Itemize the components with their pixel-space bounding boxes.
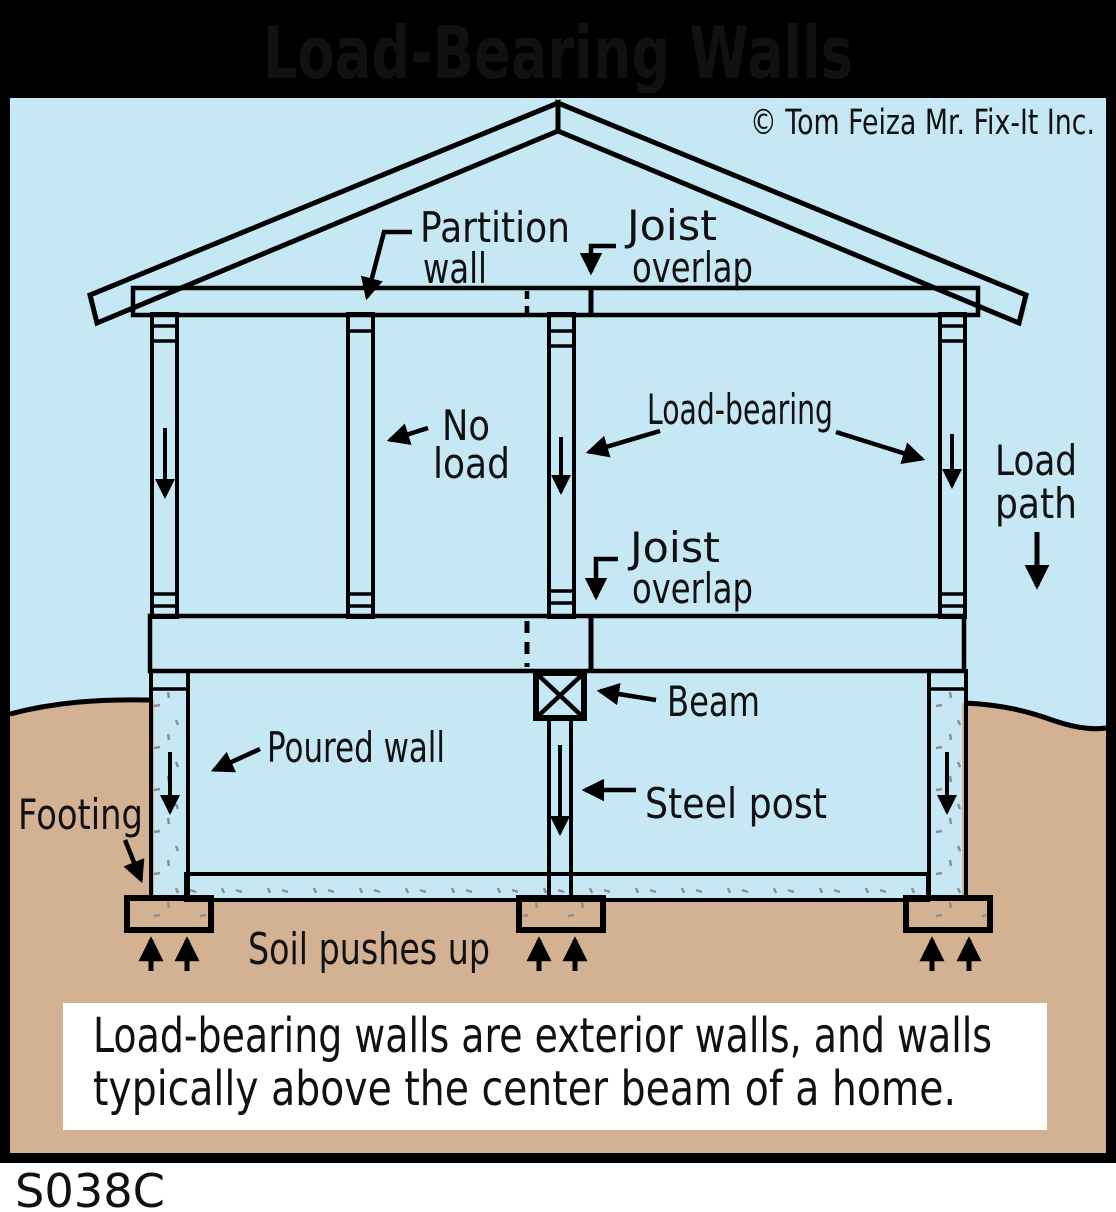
leader-joist-overlap-mid: [584, 556, 618, 601]
label-partition-wall-line2: wall: [423, 244, 487, 293]
footing-left-speckles: [131, 902, 207, 926]
label-no-load-line2: load: [433, 439, 510, 488]
label-beam: Beam: [667, 677, 760, 726]
label-joist-overlap-top-line2: overlap: [632, 243, 753, 292]
label-footing: Footing: [18, 790, 143, 839]
soil-surface-line-right: [964, 700, 1107, 732]
label-load-bearing: Load-bearing: [647, 385, 833, 434]
label-load-path-line2: path: [995, 479, 1077, 528]
label-no-load-line1: No: [442, 401, 490, 450]
stud-center-load-bearing-wall: [547, 312, 576, 619]
caption-line1: Load-bearing walls are exterior walls, a…: [93, 1008, 992, 1064]
stud-right-exterior-wall: [938, 312, 967, 619]
stud-left-exterior-wall: [150, 312, 179, 619]
stud-partition-wall: [346, 312, 375, 619]
leader-footing: [122, 839, 145, 884]
leader-load-bearing-right: [835, 429, 926, 465]
caption-line2: typically above the center beam of a hom…: [93, 1061, 956, 1117]
label-joist-overlap-top-line1: Joist: [624, 201, 717, 250]
leader-load-bearing-left: [585, 428, 661, 458]
soil-surface-line-left: [9, 697, 152, 717]
footing-right-speckles: [910, 902, 986, 926]
catalog-code: S038C: [15, 1164, 165, 1212]
label-joist-overlap-mid-line2: overlap: [632, 564, 753, 613]
label-joist-overlap-mid-line1: Joist: [627, 523, 720, 572]
leader-joist-overlap-top: [579, 243, 616, 276]
leader-beam: [596, 682, 657, 706]
caption-box: [63, 1003, 1047, 1130]
label-soil-pushes-up: Soil pushes up: [248, 924, 490, 975]
label-steel-post: Steel post: [645, 779, 827, 828]
leader-poured-wall: [210, 746, 261, 773]
label-load-path-line1: Load: [995, 436, 1077, 485]
roof-rafter-left: [87, 99, 561, 327]
beam-cross-brace: [534, 671, 586, 720]
label-partition-wall-line1: Partition: [420, 203, 570, 252]
leader-no-load: [386, 423, 429, 445]
slab-speckles: [189, 877, 925, 897]
stud-plate-lines: [152, 324, 965, 608]
copyright-text: © Tom Feiza Mr. Fix-It Inc.: [750, 103, 1095, 143]
footing-center-speckles: [523, 902, 599, 926]
label-poured-wall: Poured wall: [267, 723, 445, 772]
leader-partition-wall: [360, 229, 412, 301]
soil-push-arrows: [138, 936, 982, 971]
page-title: Load-Bearing Walls: [263, 11, 853, 95]
